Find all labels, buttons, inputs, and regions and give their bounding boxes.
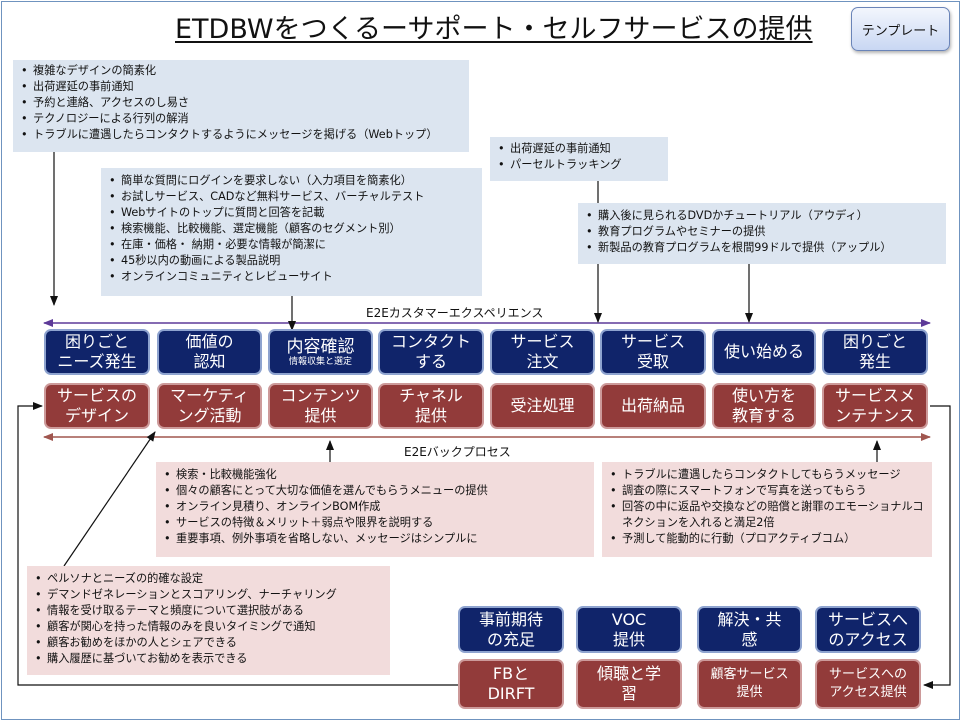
note-item: 教育プログラムやセミナーの提供 [586,224,940,240]
step-sublabel: 情報収集と選定 [288,356,352,367]
note-bottom-left: ペルソナとニーズの的確な設定 デマンドゼネレーションとスコアリング、ナーチャリン… [27,566,390,675]
customer-step-review: 内容確認 情報収集と選定 [268,329,373,375]
back-step-service-design: サービスの デザイン [44,383,150,429]
step-label: 困りごと ニーズ発生 [57,332,137,371]
note-item: オンラインコミュニティとレビューサイト [109,269,476,285]
back-step-maintenance: サービスメ ンテナンス [822,383,928,429]
arrow-note-bottom-left [63,431,156,567]
customer-step-awareness: 価値の 認知 [157,329,262,375]
back-step-channel: チャネル 提供 [378,383,484,429]
note-item: 出荷遅延の事前通知 [498,141,662,157]
value-resolution-box: 解決・共 感 [697,606,802,653]
customer-step-needs: 困りごと ニーズ発生 [44,329,150,375]
process-listening-box: 傾聴と学 習 [576,659,682,709]
note-item: 簡単な質問にログインを要求しない（入力項目を簡素化） [109,173,476,189]
note-item: 回答の中に返品や交換などの賠償と謝罪のエモーショナルコネクションを入れると満足2… [610,499,928,531]
customer-step-trouble: 困りごと 発生 [822,329,928,375]
step-label: サービス 注文 [510,332,575,371]
note-item: サービスの特徴＆メリット＋弱点や限界を説明する [164,515,588,531]
note-top-right-a: 出荷遅延の事前通知 パーセルトラッキング [490,137,668,181]
step-label: 価値の 認知 [185,332,234,371]
step-label: サービス 受取 [620,332,685,371]
step-label: コンタクト する [390,332,471,371]
note-item: Webサイトのトップに質問と回答を記載 [109,205,476,221]
note-item: 購入後に見られるDVDかチュートリアル（アウディ） [586,208,940,224]
note-item: 新製品の教育プログラムを根間99ドルで提供（アップル） [586,240,940,256]
note-item: トラブルに遭遇したらコンタクトするようにメッセージを掲げる（Webトップ） [21,127,463,143]
note-top-right-b: 購入後に見られるDVDかチュートリアル（アウディ） 教育プログラムやセミナーの提… [578,203,946,264]
note-item: パーセルトラッキング [498,157,662,173]
back-step-marketing: マーケティ ング活動 [157,383,262,429]
back-step-education: 使い方を 教育する [712,383,816,429]
process-fb-dirft-box: FBと DIRFT [458,659,564,709]
note-item: 重要事項、例外事項を省略しない、メッセージはシンプルに [164,531,588,547]
note-item: 情報を受け取るテーマと頻度について選択肢がある [35,603,384,619]
note-bottom-mid: 検索・比較機能強化 個々の顧客にとって大切な価値を選んでもらうメニューの提供 オ… [156,462,594,557]
note-item: 検索機能、比較機能、選定機能（顧客のセグメント別） [109,221,476,237]
note-item: お試しサービス、CADなど無料サービス、バーチャルテスト [109,189,476,205]
note-item: 顧客お勧めをほかの人とシェアできる [35,635,384,651]
customer-step-receive: サービス 受取 [600,329,706,375]
back-step-content: コンテンツ 提供 [268,383,373,429]
e2e-experience-label: E2Eカスタマーエクスペリエンス [366,306,544,320]
note-item: 在庫・価格・ 納期・必要な情報が簡潔に [109,237,476,253]
back-step-order-processing: 受注処理 [490,383,595,429]
note-item: オンライン見積り、オンラインBOM作成 [164,499,588,515]
note-top-mid: 簡単な質問にログインを要求しない（入力項目を簡素化） お試しサービス、CADなど… [101,168,482,296]
step-label: 内容確認 [286,336,355,357]
note-bottom-right: トラブルに遭遇したらコンタクトしてもらうメッセージ 調査の際にスマートフォンで写… [602,462,932,557]
customer-step-start-using: 使い始める [712,329,816,375]
note-item: テクノロジーによる行列の解消 [21,111,463,127]
customer-step-contact: コンタクト する [378,329,484,375]
template-button[interactable]: テンプレート [851,7,950,51]
back-step-delivery: 出荷納品 [600,383,706,429]
note-item: 出荷遅延の事前通知 [21,79,463,95]
note-item: 予測して能動的に行動（プロアクティブコム） [610,531,928,547]
e2e-back-label: E2Eバックプロセス [404,445,511,459]
note-item: ペルソナとニーズの的確な設定 [35,571,384,587]
loop-arrow-right [923,405,951,689]
note-item: 顧客が関心を持った情報のみを良いタイミングで通知 [35,619,384,635]
note-item: 個々の顧客にとって大切な価値を選んでもらうメニューの提供 [164,483,588,499]
step-label: 使い始める [723,342,804,361]
customer-step-order: サービス 注文 [490,329,595,375]
note-item: デマンドゼネレーションとスコアリング、ナーチャリング [35,587,384,603]
loop-arrow-left [17,402,458,686]
value-voc-box: VOC 提供 [576,606,682,653]
value-access-box: サービスへ のアクセス [815,606,921,653]
value-expectation-box: 事前期待 の充足 [458,606,564,653]
note-item: トラブルに遭遇したらコンタクトしてもらうメッセージ [610,467,928,483]
step-label: 困りごと 発生 [842,332,907,371]
note-item: 購入履歴に基づいてお勧めを表示できる [35,651,384,667]
note-item: 複雑なデザインの簡素化 [21,63,463,79]
note-item: 45秒以内の動画による製品説明 [109,253,476,269]
note-item: 調査の際にスマートフォンで写真を送ってもらう [610,483,928,499]
process-access-provision-box: サービスへの アクセス提供 [815,659,921,709]
page-title: ETDBWをつくるーサポート・セルフサービスの提供 [175,14,813,45]
process-customer-service-box: 顧客サービス 提供 [697,659,802,709]
note-top-left: 複雑なデザインの簡素化 出荷遅延の事前通知 予約と連絡、アクセスのし易さ テクノ… [13,60,469,152]
note-item: 検索・比較機能強化 [164,467,588,483]
note-item: 予約と連絡、アクセスのし易さ [21,95,463,111]
